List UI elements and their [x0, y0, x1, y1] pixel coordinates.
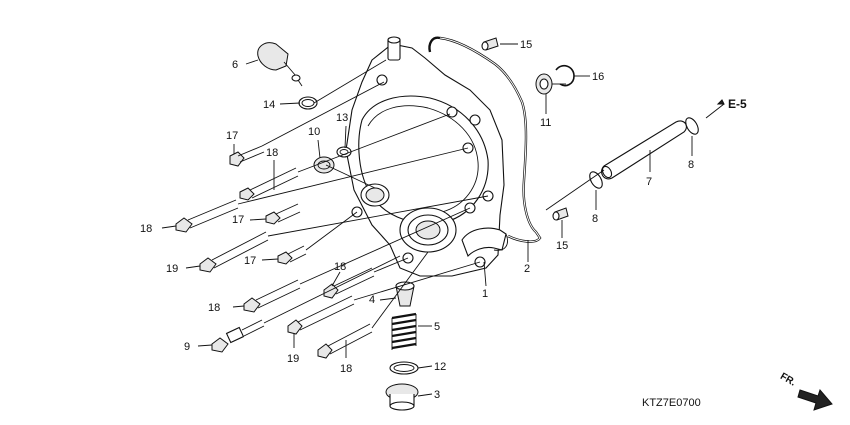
- filler-cap: [313, 156, 335, 174]
- callout-18: 18: [340, 363, 352, 375]
- callout-15: 15: [520, 39, 532, 51]
- o-ring-13: [336, 146, 352, 158]
- breather-hose: [601, 120, 687, 180]
- callout-12: 12: [434, 361, 446, 373]
- callout-15: 15: [556, 240, 568, 252]
- dowel-pin-top: [481, 37, 499, 51]
- front-arrow-icon: [797, 389, 833, 411]
- callout-7: 7: [646, 176, 652, 188]
- callout-17: 17: [226, 130, 238, 142]
- strainer-screen: [395, 281, 415, 307]
- callout-19: 19: [166, 263, 178, 275]
- callout-10: 10: [308, 126, 320, 138]
- callout-1: 1: [482, 288, 488, 300]
- callout-2: 2: [524, 263, 530, 275]
- callout-13: 13: [336, 112, 348, 124]
- callout-6: 6: [232, 59, 238, 71]
- oil-seal: [535, 73, 553, 95]
- drain-plug: [385, 383, 419, 411]
- right-crankcase-cover: [345, 36, 508, 277]
- leader-lines: [161, 43, 725, 397]
- callout-16: 16: [592, 71, 604, 83]
- callout-3: 3: [434, 389, 440, 401]
- callout-11: 11: [540, 117, 551, 129]
- front-label: FR.: [778, 371, 798, 389]
- callout-9: 9: [184, 341, 190, 353]
- callout-14: 14: [263, 99, 275, 111]
- oil-level-dipstick: [257, 42, 303, 87]
- circlip: [555, 64, 575, 87]
- callout-17: 17: [244, 255, 256, 267]
- callout-18: 18: [334, 261, 346, 273]
- gasket: [428, 36, 542, 243]
- callout-8: 8: [688, 159, 694, 171]
- callout-18: 18: [208, 302, 220, 314]
- callout-18: 18: [140, 223, 152, 235]
- callout-17: 17: [232, 214, 244, 226]
- callouts: 6 14 17 10 13 18 18 17 19 17 18 18 4 9 1…: [140, 39, 694, 401]
- diagram-code: KTZ7E0700: [642, 397, 701, 409]
- callout-5: 5: [434, 321, 440, 333]
- callout-19: 19: [287, 353, 299, 365]
- spring: [391, 312, 417, 350]
- callout-8: 8: [592, 213, 598, 225]
- dowel-pin-lower: [552, 207, 569, 221]
- callout-4: 4: [369, 294, 375, 306]
- hose-clamps: [589, 117, 699, 189]
- reference-label: E-5: [728, 97, 747, 111]
- front-direction-indicator: FR.: [778, 371, 833, 411]
- reference-arrow-icon: [716, 99, 725, 105]
- bolts: [175, 145, 375, 359]
- callout-18: 18: [266, 147, 278, 159]
